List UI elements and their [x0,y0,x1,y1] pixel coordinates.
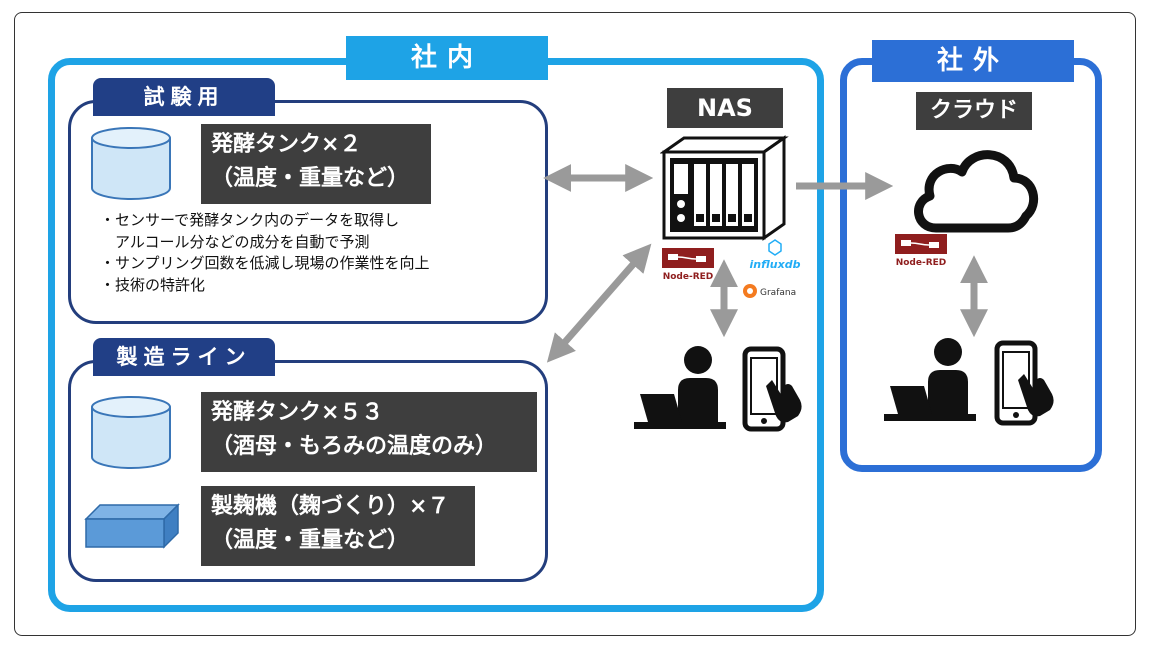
arrow-line-to-nas [546,243,652,363]
test-bullet-list: ・センサーで発酵タンク内のデータを取得し アルコール分などの成分を自動で予測 ・… [100,210,430,296]
cloud-title: クラウド [916,92,1032,130]
node-red-icon: Node-RED [662,248,714,282]
cylinder-icon [91,396,171,469]
nas-title: NAS [667,88,783,128]
node-red-icon: Node-RED [895,234,947,268]
test-panel-title: 試験用 [93,78,275,116]
grafana-icon: Grafana [743,284,796,298]
test-tank-measures: （温度・重量など） [211,166,410,191]
person-laptop-icon [634,346,726,429]
cloud-icon [914,150,1039,233]
production-line-title: 製造ライン [93,338,275,376]
production-tank-count: 発酵タンク×５３ [211,400,384,425]
test-tank-count: 発酵タンク×２ [211,132,362,157]
influxdb-icon: influxdb [750,239,801,271]
bullet-item: ・センサーで発酵タンク内のデータを取得し [100,211,400,229]
smartphone-hand-icon [994,340,1054,426]
bullet-item: ・技術の特許化 [100,275,206,294]
external-zone-title: 社外 [872,40,1074,82]
grafana-text: Grafana [760,288,796,298]
diagram-frame [14,12,1136,636]
box-icon [84,503,180,549]
koji-machine-label: 製麹機（麹づくり）×７ （温度・重量など） [201,486,475,566]
smartphone-hand-icon [742,346,802,432]
bullet-item: アルコール分などの成分を自動で予測 [100,232,370,251]
production-tank-label: 発酵タンク×５３ （酒母・もろみの温度のみ） [201,392,537,472]
internal-zone-title: 社内 [346,36,548,80]
cylinder-icon [91,127,171,200]
koji-machine-count: 製麹機（麹づくり）×７ [211,494,450,519]
production-tank-measures: （酒母・もろみの温度のみ） [211,434,498,459]
nas-server-icon [660,135,789,241]
person-laptop-icon [884,338,976,421]
node-red-nas-text: Node-RED [663,272,714,282]
influxdb-text: influxdb [750,258,801,271]
test-tank-label: 発酵タンク×２ （温度・重量など） [201,124,431,204]
node-red-cloud-text: Node-RED [896,258,947,268]
koji-machine-measures: （温度・重量など） [211,528,410,553]
bullet-item: ・サンプリング回数を低減し現場の作業性を向上 [100,254,430,272]
